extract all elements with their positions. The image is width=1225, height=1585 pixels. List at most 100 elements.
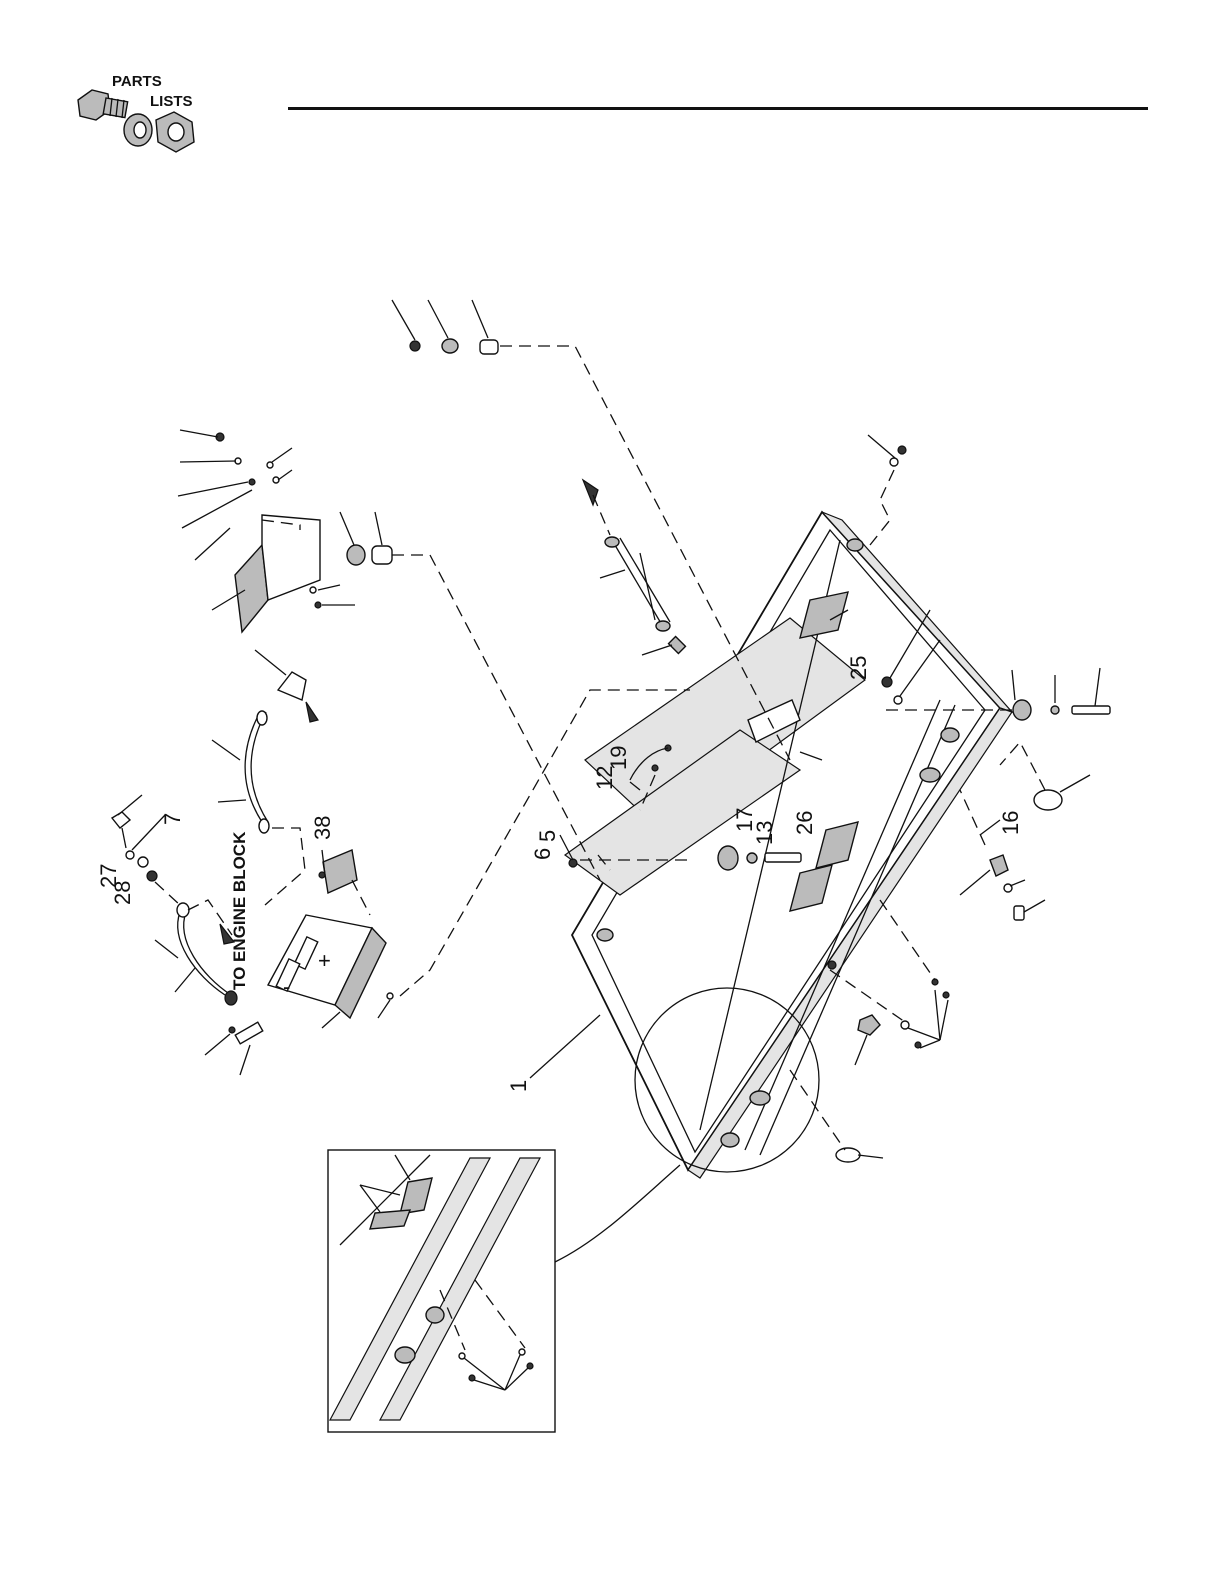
bracket-grommet [347,545,365,565]
rail-stud [828,961,836,969]
leader [858,1155,883,1158]
dash-line [188,900,232,935]
dash-line [265,828,305,905]
dash-line [880,900,935,980]
drain-hose-assembly [583,480,685,655]
inset-washer [519,1349,525,1355]
bolt-head [112,812,130,828]
callout-6: 6 [530,848,555,860]
detail-inset [328,1150,555,1432]
leader [600,570,625,578]
ground-lug [990,855,1008,876]
leader [908,1028,940,1040]
battery-tray-nut [387,993,393,999]
mount-washer [442,339,458,353]
bolt-shank [122,828,126,848]
frame-hole [721,1133,739,1147]
dash-line [960,790,985,845]
rail-nut [858,1015,880,1035]
frame-hole [750,1091,770,1105]
dash-line [392,555,600,880]
nut-lower [315,602,321,608]
callout-26: 26 [792,811,817,835]
top-nut [898,446,906,454]
callout-28: 28 [110,881,135,905]
leader [1010,880,1025,886]
leader [178,482,248,496]
arrow-down [306,702,318,722]
leader [1024,900,1045,912]
callout-1: 1 [506,1080,531,1092]
battery-tray-pad [323,850,357,893]
positive-battery-cable [212,650,318,905]
leader [1060,775,1090,792]
bracket-bushing [372,546,392,564]
terminal [177,903,189,917]
leader [935,990,940,1040]
nut-5 [569,859,577,867]
frame-hole [920,768,940,782]
callout-16: 16 [998,811,1023,835]
nut-28 [147,871,157,881]
leader [868,435,895,458]
leader [1095,668,1100,706]
leader [182,490,252,528]
frame-hole [847,539,863,551]
cable [184,912,231,995]
leader [322,1012,340,1028]
frame-hole [941,728,959,742]
leader [378,1000,390,1018]
leader [255,650,286,675]
mount-nut [410,341,420,351]
leader [155,940,178,958]
washer-7 [126,851,134,859]
cable-boot [235,1022,263,1044]
nut [249,479,255,485]
vibration-mount [1013,700,1031,720]
screw [915,1042,921,1048]
leader [205,1034,230,1055]
leader [212,740,240,760]
center-bolt [765,853,801,862]
callout-25: 25 [846,656,871,680]
nut [882,677,892,687]
frame-assembly [565,512,1012,1178]
bottom-cap [836,1148,860,1162]
leader [218,800,246,802]
battery-hold-down-assembly [178,430,600,880]
leader [960,870,990,895]
leader [920,1040,940,1048]
callout-38: 38 [310,816,335,840]
leader [195,528,230,560]
callout-19: 19 [606,746,631,770]
leader [118,795,142,815]
callout-5: 5 [535,830,560,842]
terminal [225,991,237,1005]
callout-17: 17 [732,808,757,832]
inset-plate-2 [370,1210,410,1229]
frame-hole [597,929,613,941]
mount-bolt [1072,706,1110,714]
leader [855,1035,867,1065]
hose [620,538,670,622]
leader [340,512,354,545]
washer-27 [138,857,148,867]
leader-frame [530,1015,600,1078]
leader [392,300,415,340]
battery-plus-sign: + [318,948,331,973]
leader [940,1000,948,1040]
leader [1012,670,1015,700]
dash-line [830,970,905,1022]
boot [278,672,306,700]
washer [1051,706,1059,714]
leader [180,430,218,437]
battery-minus-sign: - [283,974,290,999]
leader [180,461,236,462]
cable-nut [229,1027,235,1033]
leader [240,1045,250,1075]
leader [175,968,195,992]
hose-clamp [656,621,670,631]
leader [375,512,382,545]
cable [178,912,225,995]
